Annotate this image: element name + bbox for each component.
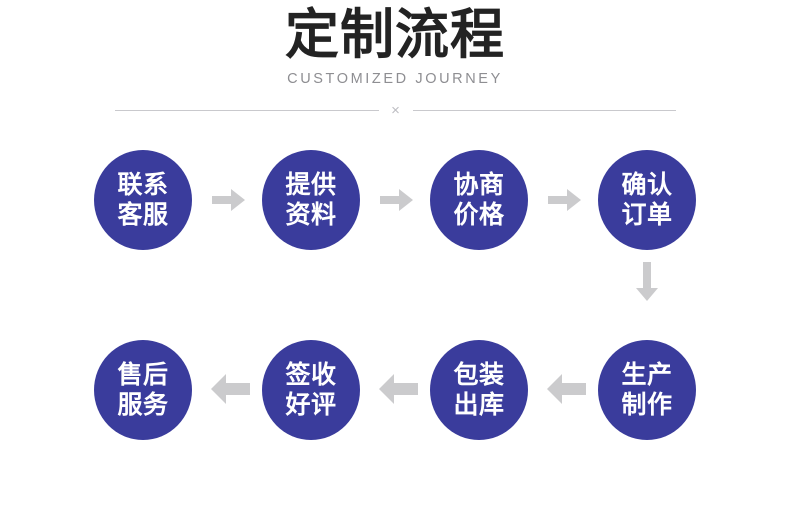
flow-node-label-line1: 包装 <box>453 360 505 389</box>
flow-node-label-line1: 签收 <box>285 360 337 389</box>
title-divider: × <box>115 100 676 120</box>
arrow-right-icon <box>212 186 246 214</box>
flow-node-label-line2: 客服 <box>117 200 169 229</box>
arrow-down-icon <box>632 262 662 302</box>
divider-line-right <box>412 109 676 111</box>
flow-node-label-line2: 制作 <box>621 390 673 419</box>
flow-node-label-line1: 售后 <box>117 360 169 389</box>
page-subtitle: CUSTOMIZED JOURNEY <box>287 71 503 87</box>
flow-node-step-7[interactable]: 签收 好评 <box>262 340 360 440</box>
flow-node-step-4[interactable]: 确认 订单 <box>598 150 696 250</box>
flow-node-label-line2: 价格 <box>453 200 505 229</box>
flow-node-label-line1: 确认 <box>621 170 673 199</box>
header: 定制流程 CUSTOMIZED JOURNEY <box>0 0 790 88</box>
divider-x-mark: × <box>391 101 400 119</box>
flow-node-step-8[interactable]: 售后 服务 <box>94 340 192 440</box>
arrow-right-icon <box>548 186 582 214</box>
flow-node-label-line2: 订单 <box>621 200 673 229</box>
flow-node-label-line1: 协商 <box>453 170 505 199</box>
flow-node-step-5[interactable]: 生产 制作 <box>598 340 696 440</box>
flow-node-label-line1: 联系 <box>117 170 169 199</box>
flow-node-step-2[interactable]: 提供 资料 <box>262 150 360 250</box>
page-title: 定制流程 <box>285 3 505 66</box>
flow-node-label-line1: 生产 <box>621 360 673 389</box>
arrow-left-icon <box>378 372 418 406</box>
flow-node-label-line2: 服务 <box>117 390 169 419</box>
flow-node-label-line2: 出库 <box>453 390 505 419</box>
divider-line-left <box>115 109 379 111</box>
flow-node-label-line1: 提供 <box>285 170 337 199</box>
arrow-left-icon <box>546 372 586 406</box>
flow-node-label-line2: 资料 <box>285 200 337 229</box>
flow-node-step-6[interactable]: 包装 出库 <box>430 340 528 440</box>
flow-node-label-line2: 好评 <box>285 390 337 419</box>
flow-node-step-1[interactable]: 联系 客服 <box>94 150 192 250</box>
arrow-left-icon <box>210 372 250 406</box>
arrow-right-icon <box>380 186 414 214</box>
flow-node-step-3[interactable]: 协商 价格 <box>430 150 528 250</box>
